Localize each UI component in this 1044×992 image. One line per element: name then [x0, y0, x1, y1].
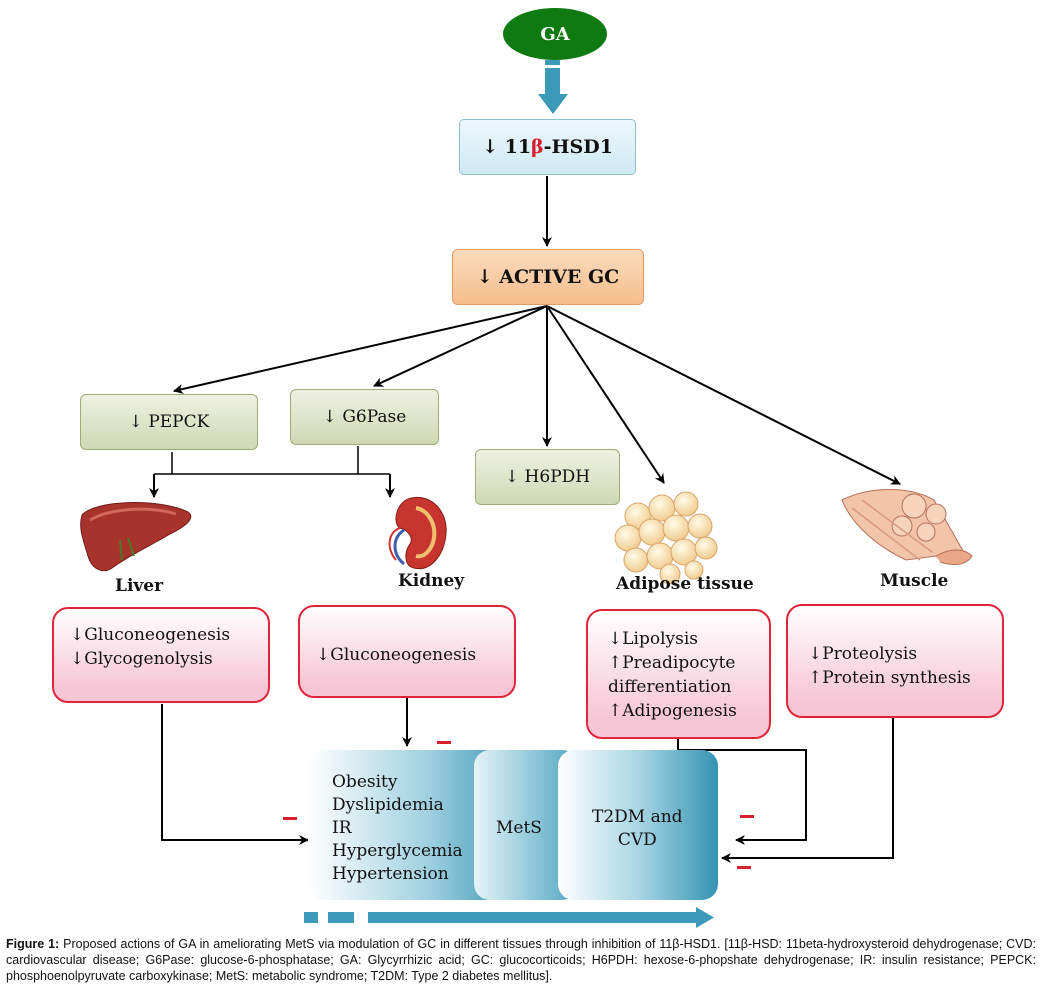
h6pdh-label: ↓ H6PDH	[504, 467, 591, 487]
inhibition-mark	[437, 741, 451, 744]
adipose-effect-item: ↓Lipolysis	[608, 629, 699, 649]
hsd1-beta: β	[531, 136, 544, 158]
mets-center-panel	[474, 750, 578, 900]
adipose-icon	[614, 491, 718, 585]
muscle-effect-item: ↑Protein synthesis	[808, 668, 971, 688]
condition-item: IR	[332, 818, 352, 838]
h6pdh-node: ↓ H6PDH	[475, 449, 620, 505]
muscle-icon	[841, 489, 973, 565]
outcome-panel	[558, 750, 718, 900]
pepck-node: ↓ PEPCK	[80, 394, 258, 450]
adipose-effects-box: ↓Lipolysis ↑Preadipocyte differentiation…	[586, 609, 771, 739]
liver-effects-box: ↓Gluconeogenesis ↓Glycogenolysis	[52, 607, 270, 703]
conditions-list: Obesity Dyslipidemia IR Hyperglycemia Hy…	[332, 771, 463, 886]
ga-node: GA	[503, 8, 607, 60]
kidney-icon	[388, 496, 447, 570]
inhibition-mark	[737, 866, 751, 869]
kidney-label: Kidney	[398, 571, 465, 591]
hsd1-prefix: ↓ 11	[482, 136, 532, 158]
caption-text: Proposed actions of GA in ameliorating M…	[6, 937, 1036, 983]
effects-to-mets-connectors	[161, 698, 894, 863]
muscle-effect-item: ↓Proteolysis	[808, 644, 918, 664]
adipose-effect-item: differentiation	[608, 677, 732, 697]
hsd1-suffix: -HSD1	[543, 136, 613, 158]
mets-center-label: MetS	[496, 818, 542, 838]
enzyme-to-organ-connector	[149, 446, 395, 498]
figure-caption: Figure 1: Proposed actions of GA in amel…	[6, 936, 1036, 984]
adipose-effect-item: ↑Preadipocyte	[608, 653, 736, 673]
muscle-label: Muscle	[880, 571, 949, 591]
liver-icon	[80, 502, 192, 572]
ga-to-hsd-arrow	[538, 60, 568, 114]
active-gc-node: ↓ ACTIVE GC	[452, 249, 644, 305]
ga-label: GA	[540, 23, 570, 45]
outcome-line: T2DM and	[592, 807, 683, 827]
progression-arrow	[304, 907, 714, 928]
kidney-effects-box: ↓Gluconeogenesis	[298, 605, 516, 698]
g6pase-label: ↓ G6Pase	[322, 407, 407, 427]
liver-effect-item: ↓Gluconeogenesis	[70, 625, 231, 645]
inhibition-mark	[283, 817, 297, 820]
outcome-label: T2DM and CVD	[592, 806, 683, 852]
adipose-label: Adipose tissue	[616, 574, 754, 594]
condition-item: Hyperglycemia	[332, 841, 463, 861]
pepck-label: ↓ PEPCK	[128, 412, 210, 432]
inhibition-mark	[740, 815, 754, 818]
mets-panel-group	[308, 750, 718, 900]
liver-effect-item: ↓Glycogenolysis	[70, 649, 213, 669]
adipose-effect-item: ↑Adipogenesis	[608, 701, 737, 721]
g6pase-node: ↓ G6Pase	[290, 389, 439, 445]
condition-item: Dyslipidemia	[332, 795, 444, 815]
muscle-effects-box: ↓Proteolysis ↑Protein synthesis	[786, 604, 1004, 718]
conditions-panel	[308, 750, 528, 900]
gc-fanout-arrows	[173, 305, 901, 485]
condition-item: Hypertension	[332, 864, 449, 884]
outcome-line: CVD	[617, 830, 657, 850]
kidney-effect-item: ↓Gluconeogenesis	[316, 645, 477, 665]
active-gc-label: ↓ ACTIVE GC	[476, 266, 620, 288]
mets-label: MetS	[496, 818, 542, 838]
liver-label: Liver	[115, 576, 164, 596]
condition-item: Obesity	[332, 772, 398, 792]
caption-label: Figure 1:	[6, 937, 60, 951]
